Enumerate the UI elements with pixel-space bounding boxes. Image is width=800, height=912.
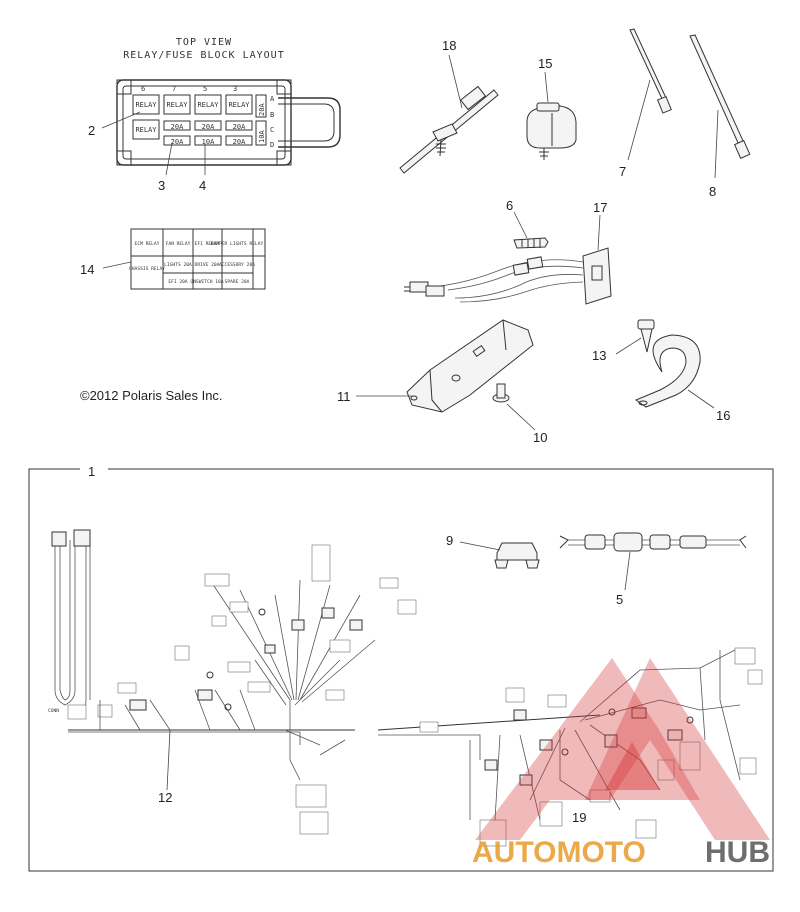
harness-12: CONN <box>48 529 417 835</box>
fuse-label: 20A <box>171 138 184 146</box>
inline-harness-5 <box>559 532 747 552</box>
callout-17: 17 <box>593 200 607 215</box>
decal-cell: ACCESSORY 20A <box>219 262 255 268</box>
callout-7: 7 <box>619 164 626 179</box>
main-harness-frame <box>28 468 774 872</box>
fuse-holder-9 <box>494 542 540 569</box>
watermark-triangle-inner <box>605 742 660 790</box>
relay-block-title-line2: RELAY/FUSE BLOCK LAYOUT <box>123 50 284 61</box>
relay-block-title-line1: TOP VIEW <box>176 37 232 48</box>
callout-4: 4 <box>199 178 206 193</box>
relay-label: RELAY <box>135 126 157 134</box>
callout-3: 3 <box>158 178 165 193</box>
fuse-label: 20A <box>258 103 266 116</box>
callout-1: 1 <box>88 464 95 479</box>
harness-19 <box>377 647 763 847</box>
callout-18: 18 <box>442 38 456 53</box>
decal-cell: CHASSIS RELAY <box>129 266 165 272</box>
cable-tie-7 <box>629 28 672 114</box>
decal-cell: ONSWITCH 10A <box>190 279 223 285</box>
row-letter: B <box>270 111 274 119</box>
callout-8: 8 <box>709 184 716 199</box>
fuse-label: 10A <box>258 130 266 143</box>
fuse-label: 20A <box>171 123 184 131</box>
decal-header: FAN RELAY <box>166 241 191 247</box>
automotohub-watermark: AUTOMOTO HUB <box>472 658 770 869</box>
callout-13: 13 <box>592 348 606 363</box>
fuse-label: 10A <box>202 138 215 146</box>
screw-6 <box>513 237 549 249</box>
row-letter: C <box>270 126 274 134</box>
watermark-triangle-right <box>585 658 770 840</box>
decal-header: EFI RELAY <box>195 241 220 247</box>
callout-6: 6 <box>506 198 513 213</box>
screw-10 <box>492 383 510 403</box>
decal-cell: LIGHTS 20A <box>164 262 192 268</box>
bracket-11 <box>406 319 534 413</box>
relay-label: RELAY <box>228 101 250 109</box>
cable-tie-8 <box>689 34 751 160</box>
decal-cell: DRIVE 20A <box>195 262 220 268</box>
callout-12: 12 <box>158 790 172 805</box>
col-number: 6 <box>141 85 145 93</box>
decal-cell: SPARE 20A <box>225 279 250 285</box>
fuse-label: 20A <box>202 123 215 131</box>
fuse-label-decal: ECM RELAY FAN RELAY EFI RELAY BUMPER LIG… <box>129 228 266 290</box>
clamp-16 <box>634 334 701 408</box>
row-letter: A <box>270 95 275 103</box>
callout-15: 15 <box>538 56 552 71</box>
sub-harness-17 <box>404 247 612 305</box>
svg-text:CONN: CONN <box>48 708 59 714</box>
callout-11: 11 <box>337 389 351 404</box>
screw-13 <box>637 319 655 353</box>
callout-14: 14 <box>80 262 94 277</box>
copyright-text: ©2012 Polaris Sales Inc. <box>80 388 223 403</box>
col-number: 7 <box>172 85 176 93</box>
decal-header: BUMPER LIGHTS RELAY <box>211 241 264 247</box>
col-number: 3 <box>233 85 237 93</box>
decal-header: ECM RELAY <box>135 241 160 247</box>
decal-cell: EFI 20A <box>168 279 188 285</box>
fuse-label: 20A <box>233 123 246 131</box>
watermark-text-part2: HUB <box>705 836 770 869</box>
relay-label: RELAY <box>135 101 157 109</box>
relay-label: RELAY <box>166 101 188 109</box>
callout-2: 2 <box>88 123 95 138</box>
callout-5: 5 <box>616 592 623 607</box>
watermark-triangle-left <box>475 658 700 840</box>
relay-fuse-block: TOP VIEW RELAY/FUSE BLOCK LAYOUT 6 7 5 3… <box>116 37 341 166</box>
cable-tie-push-mount <box>399 85 499 174</box>
row-letter: D <box>270 141 274 149</box>
callout-19: 19 <box>572 810 586 825</box>
relay-label: RELAY <box>197 101 219 109</box>
callout-9: 9 <box>446 533 453 548</box>
callout-10: 10 <box>533 430 547 445</box>
fuse-label: 20A <box>233 138 246 146</box>
callout-16: 16 <box>716 408 730 423</box>
watermark-text-part1: AUTOMOTO <box>472 836 646 869</box>
connector-15 <box>526 102 577 160</box>
col-number: 5 <box>203 85 207 93</box>
